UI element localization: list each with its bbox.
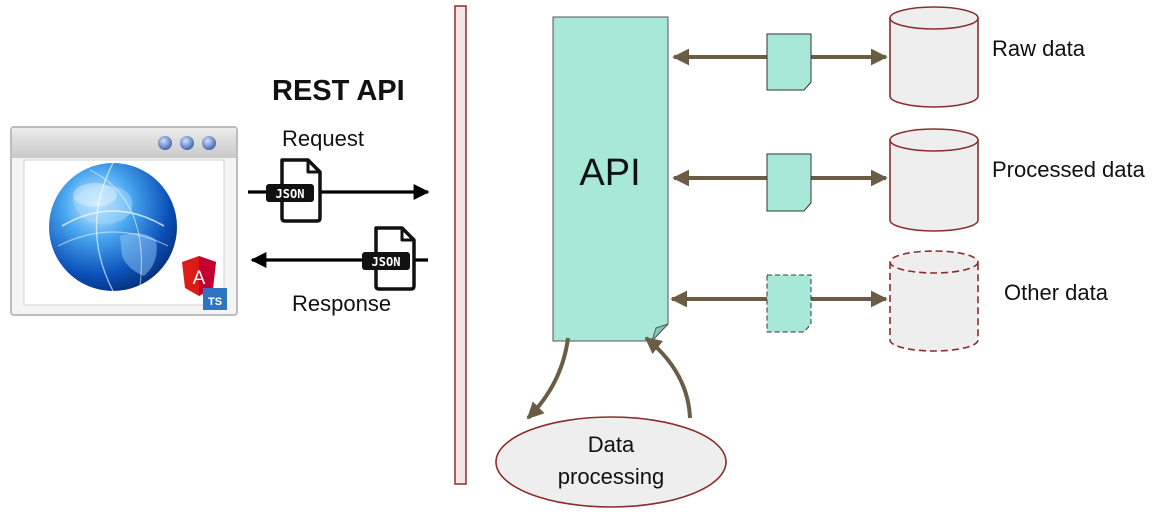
document-icon (766, 33, 812, 91)
json-file-icon: JSON (362, 226, 416, 291)
api-to-processing-arrow (526, 337, 570, 420)
api-block: API (552, 16, 669, 342)
data-source-label: Processed data (992, 157, 1146, 182)
database-icon (889, 140, 979, 232)
processing-label-line-1: Data (588, 432, 635, 457)
data-source-label: Raw data (992, 36, 1086, 61)
window-control-dot[interactable] (158, 136, 172, 150)
response-label: Response (292, 291, 391, 316)
browser-client: A TS (10, 126, 238, 316)
svg-text:JSON: JSON (372, 255, 401, 269)
svg-text:JSON: JSON (276, 187, 305, 201)
database-icon (889, 262, 979, 352)
angular-logo-icon: A (182, 256, 216, 296)
api-label: API (579, 152, 640, 194)
rest-api-title: REST API (272, 75, 405, 107)
database-processed-data: Processed data (889, 128, 1146, 232)
typescript-logo-icon: TS (203, 288, 227, 310)
svg-text:A: A (193, 268, 206, 289)
document-icon (766, 153, 812, 212)
window-control-dot[interactable] (180, 136, 194, 150)
window-control-dot[interactable] (202, 136, 216, 150)
svg-text:TS: TS (208, 296, 222, 308)
network-boundary-separator (454, 5, 467, 485)
document-icon (766, 274, 812, 333)
connector-other-data (670, 274, 888, 333)
processing-label-line-2: processing (558, 464, 664, 489)
json-file-icon: JSON (266, 158, 322, 223)
globe-icon (49, 162, 177, 292)
database-raw-data: Raw data (889, 6, 1086, 108)
connector-processed-data (672, 153, 888, 212)
data-source-label: Other data (1004, 280, 1109, 305)
database-icon (889, 18, 979, 108)
database-other-data: Other data (889, 250, 1109, 352)
data-processing-node: Data processing (495, 416, 727, 508)
request-label: Request (282, 126, 364, 151)
connector-raw-data (672, 33, 888, 91)
processing-to-api-arrow (644, 336, 692, 419)
